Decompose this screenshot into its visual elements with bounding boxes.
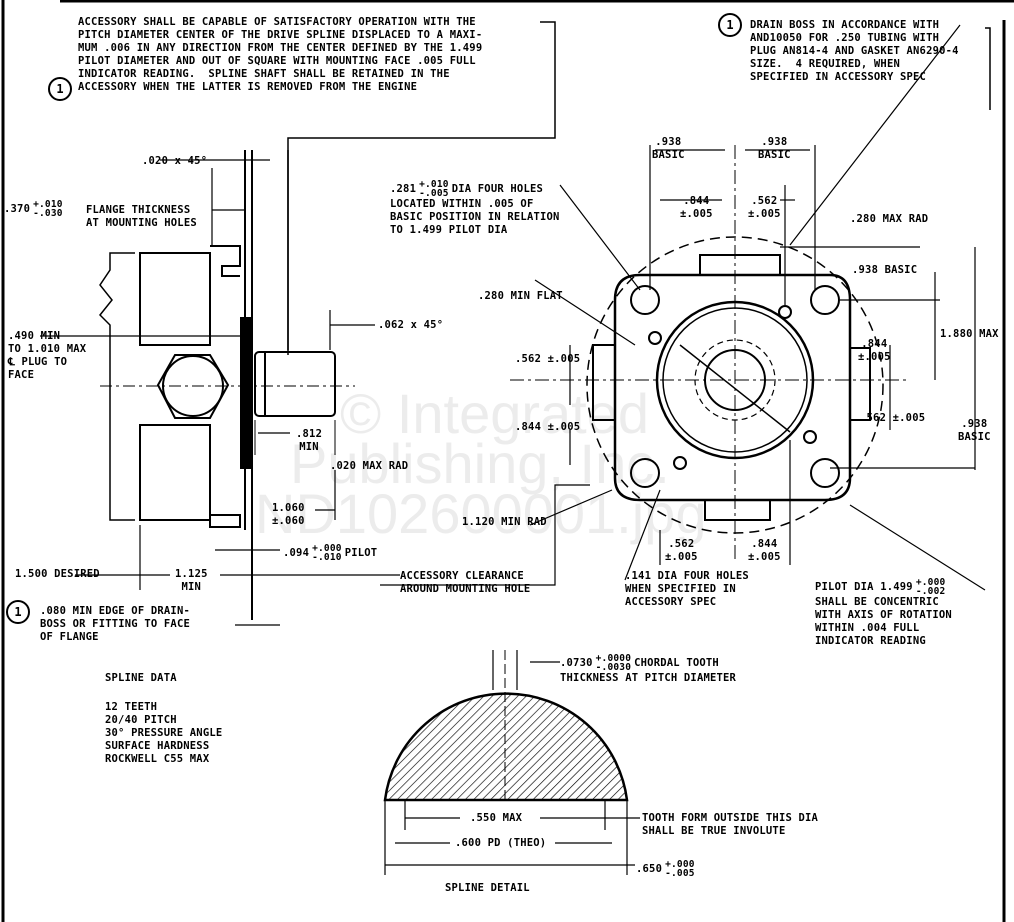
max-1880: 1.880 MAX [940,328,999,340]
min-flat-280: .280 MIN FLAT [478,290,563,302]
max-rad-280: .280 MAX RAD [850,213,929,225]
chamfer-020: .020 x 45° [142,155,208,167]
dim-1060: 1.060±.060 [272,502,305,527]
pd-600: .600 PD (THEO) [455,837,547,849]
od-650: .650+.000-.005 [636,859,695,879]
front-view [510,24,986,591]
spline-detail [383,650,640,875]
dim-562-bottom: .562±.005 [665,538,698,563]
chamfer-062: .062 x 45° [378,319,444,331]
min-rad-1120: 1.120 MIN RAD [462,516,547,528]
note-marker-2: 1 [718,13,742,37]
flange-thickness-dim: .370+.010-.030 [4,199,63,219]
watermark-line-3: ND102600001.jpg [255,482,707,545]
dim-844-top: .844±.005 [680,195,713,220]
spline-data-title: SPLINE DATA [105,672,177,684]
dim-562-top: .562±.005 [748,195,781,220]
note-marker-3: 1 [6,600,30,624]
max-550: .550 MAX [470,812,523,824]
basic-938-vertical: .938 BASIC [852,264,918,276]
watermark-line-2: Publishing, Inc. [290,432,670,495]
side-view [40,150,590,626]
dim-844-right: .844±.005 [858,338,891,363]
desired-1500: 1.500 DESIRED [15,568,100,580]
watermark-line-1: © Integrated [340,382,650,445]
drain-edge-note: .080 MIN EDGE OF DRAIN-BOSS OR FITTING T… [40,605,190,643]
max-rad-020: .020 MAX RAD [330,460,409,472]
dim-562-right: .562 ±.005 [860,412,926,424]
dim-562-left: .562 ±.005 [515,353,581,365]
spline-detail-caption: SPLINE DETAIL [445,882,530,894]
note-marker-1: 1 [48,77,72,101]
top-left-note: ACCESSORY SHALL BE CAPABLE OF SATISFACTO… [78,16,483,93]
dim-844-bottom: .844±.005 [748,538,781,563]
dim-844-left: .844 ±.005 [515,421,581,433]
